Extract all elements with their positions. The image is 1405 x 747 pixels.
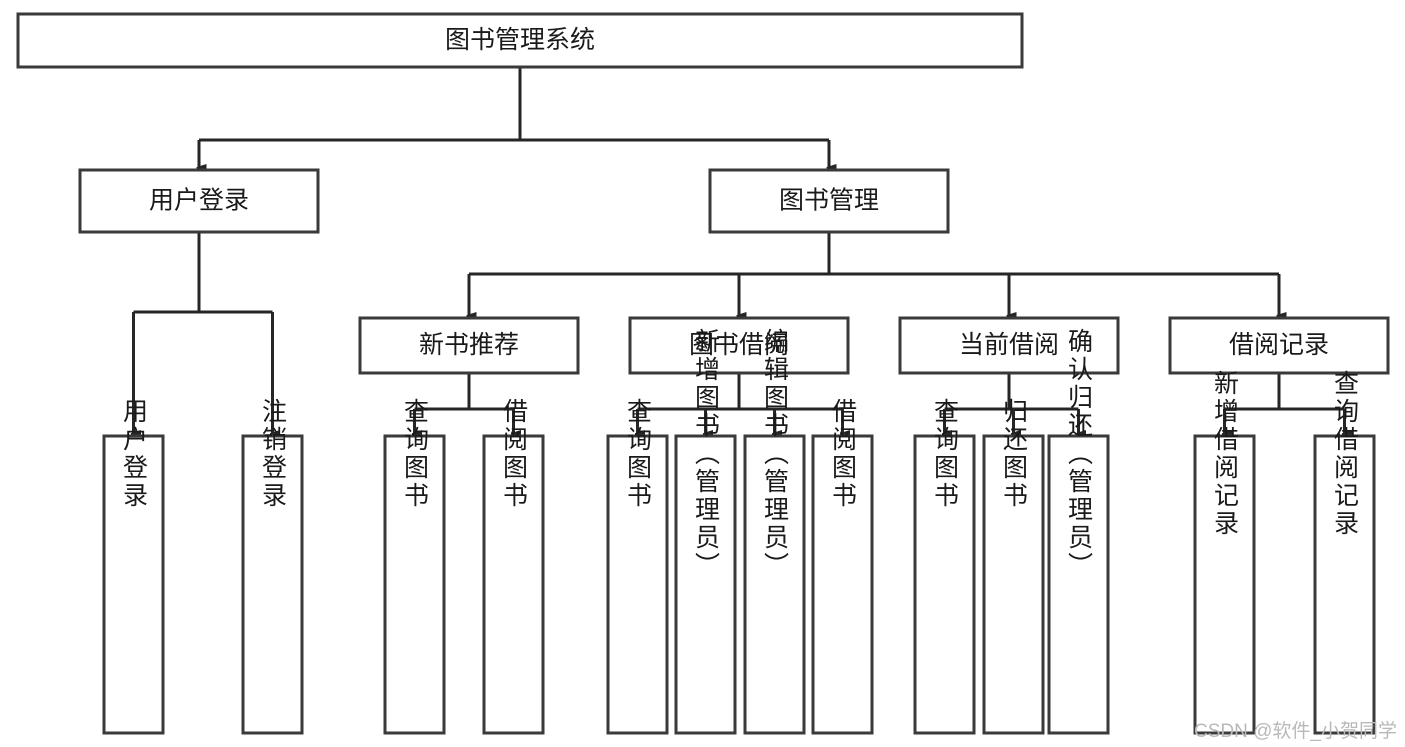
node-root[interactable]: 图书管理系统 (16, 12, 1024, 69)
node-leaf-return-book[interactable]: 归还图书 (982, 398, 1045, 735)
connector-group-book-manage (469, 232, 1279, 316)
node-leaf-query-book-2[interactable]: 查询图书 (606, 398, 669, 735)
watermark-text: CSDN @软件_小贺同学 (1194, 721, 1397, 742)
node-leaf-query-borrow-record[interactable]: 查询借阅记录 (1313, 370, 1376, 735)
connector-group-user-login (134, 232, 273, 434)
node-leaf-logout-login-label: 注销登录 (259, 398, 288, 510)
node-leaf-query-book-1[interactable]: 查询图书 (383, 398, 446, 735)
node-current-borrow[interactable]: 当前借阅 (898, 316, 1120, 375)
node-leaf-borrow-book-1[interactable]: 借阅图书 (482, 398, 545, 735)
connector-group-root (199, 67, 829, 168)
node-leaf-query-book-2-label: 查询图书 (624, 398, 653, 510)
connector-group-borrow-record (1225, 373, 1345, 434)
node-leaf-add-book-admin-label: 新增图书（管理员） (692, 328, 721, 580)
node-borrow-record[interactable]: 借阅记录 (1168, 316, 1390, 375)
node-leaf-query-book-3-label: 查询图书 (931, 398, 960, 510)
node-leaf-add-borrow-record-label: 新增借阅记录 (1211, 370, 1240, 538)
node-current-borrow-label: 当前借阅 (959, 331, 1059, 359)
connector-group-book-borrow (638, 373, 843, 434)
node-book-manage-label: 图书管理 (779, 187, 879, 215)
node-leaf-borrow-book-2[interactable]: 借阅图书 (811, 398, 874, 735)
node-borrow-record-label: 借阅记录 (1229, 331, 1329, 359)
node-leaf-logout-login[interactable]: 注销登录 (241, 398, 304, 735)
node-book-borrow[interactable]: 图书借阅 (628, 316, 850, 375)
node-leaf-add-book-admin[interactable]: 新增图书（管理员） (674, 328, 737, 735)
node-leaf-confirm-return-admin-label: 确认归还（管理员） (1065, 328, 1094, 580)
node-root-label: 图书管理系统 (445, 26, 595, 54)
node-user-login-label: 用户登录 (149, 187, 249, 215)
node-leaf-borrow-book-1-label: 借阅图书 (500, 398, 529, 510)
connector-lines (134, 67, 1345, 434)
node-leaf-return-book-label: 归还图书 (1000, 398, 1029, 510)
node-book-manage[interactable]: 图书管理 (708, 168, 950, 234)
node-book-borrow-label: 图书借阅 (689, 331, 789, 359)
node-leaf-confirm-return-admin[interactable]: 确认归还（管理员） (1047, 328, 1110, 735)
connector-group-current-borrow (945, 373, 1079, 434)
node-leaf-add-borrow-record[interactable]: 新增借阅记录 (1193, 370, 1256, 735)
node-leaf-edit-book-admin[interactable]: 编辑图书（管理员） (743, 328, 806, 735)
node-leaf-user-login-label: 用户登录 (120, 398, 149, 510)
node-leaf-query-book-1-label: 查询图书 (401, 398, 430, 510)
node-new-book-recommend-label: 新书推荐 (419, 331, 519, 359)
node-leaf-query-borrow-record-label: 查询借阅记录 (1331, 370, 1360, 538)
node-boxes: 图书管理系统用户登录图书管理新书推荐图书借阅当前借阅借阅记录用户登录注销登录查询… (16, 12, 1390, 735)
node-leaf-query-book-3[interactable]: 查询图书 (913, 398, 976, 735)
node-user-login[interactable]: 用户登录 (78, 168, 320, 234)
node-leaf-borrow-book-2-label: 借阅图书 (829, 398, 858, 510)
node-leaf-edit-book-admin-label: 编辑图书（管理员） (761, 328, 790, 580)
node-leaf-user-login[interactable]: 用户登录 (102, 398, 165, 735)
node-new-book-recommend[interactable]: 新书推荐 (358, 316, 580, 375)
connector-group-new-book-recommend (415, 373, 514, 434)
